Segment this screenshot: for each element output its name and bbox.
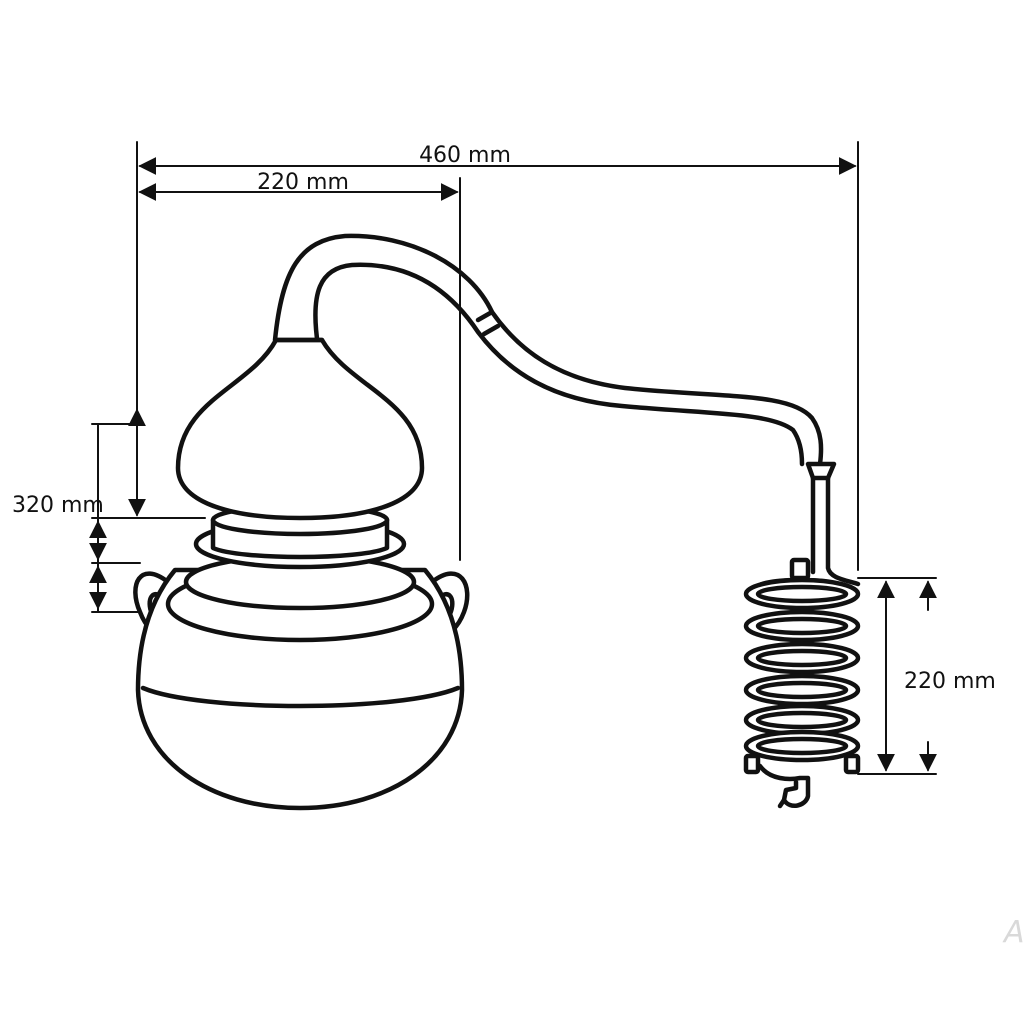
watermark: A: [1002, 915, 1024, 950]
dimension-overall-width: 460 mm: [136, 141, 859, 571]
dimension-pot-height: 320 mm: [12, 408, 206, 613]
condenser-coil: [743, 461, 861, 809]
dimension-pot-width: 220 mm: [138, 170, 461, 561]
pot-width-label: 220 mm: [257, 170, 349, 195]
overall-width-label: 460 mm: [419, 143, 511, 168]
dimension-coil-height: 220 mm: [857, 577, 996, 775]
swan-neck-pipe: [272, 233, 824, 467]
still-pot: [133, 337, 470, 811]
coil-height-label: 220 mm: [904, 669, 996, 694]
pot-height-label: 320 mm: [12, 493, 104, 518]
